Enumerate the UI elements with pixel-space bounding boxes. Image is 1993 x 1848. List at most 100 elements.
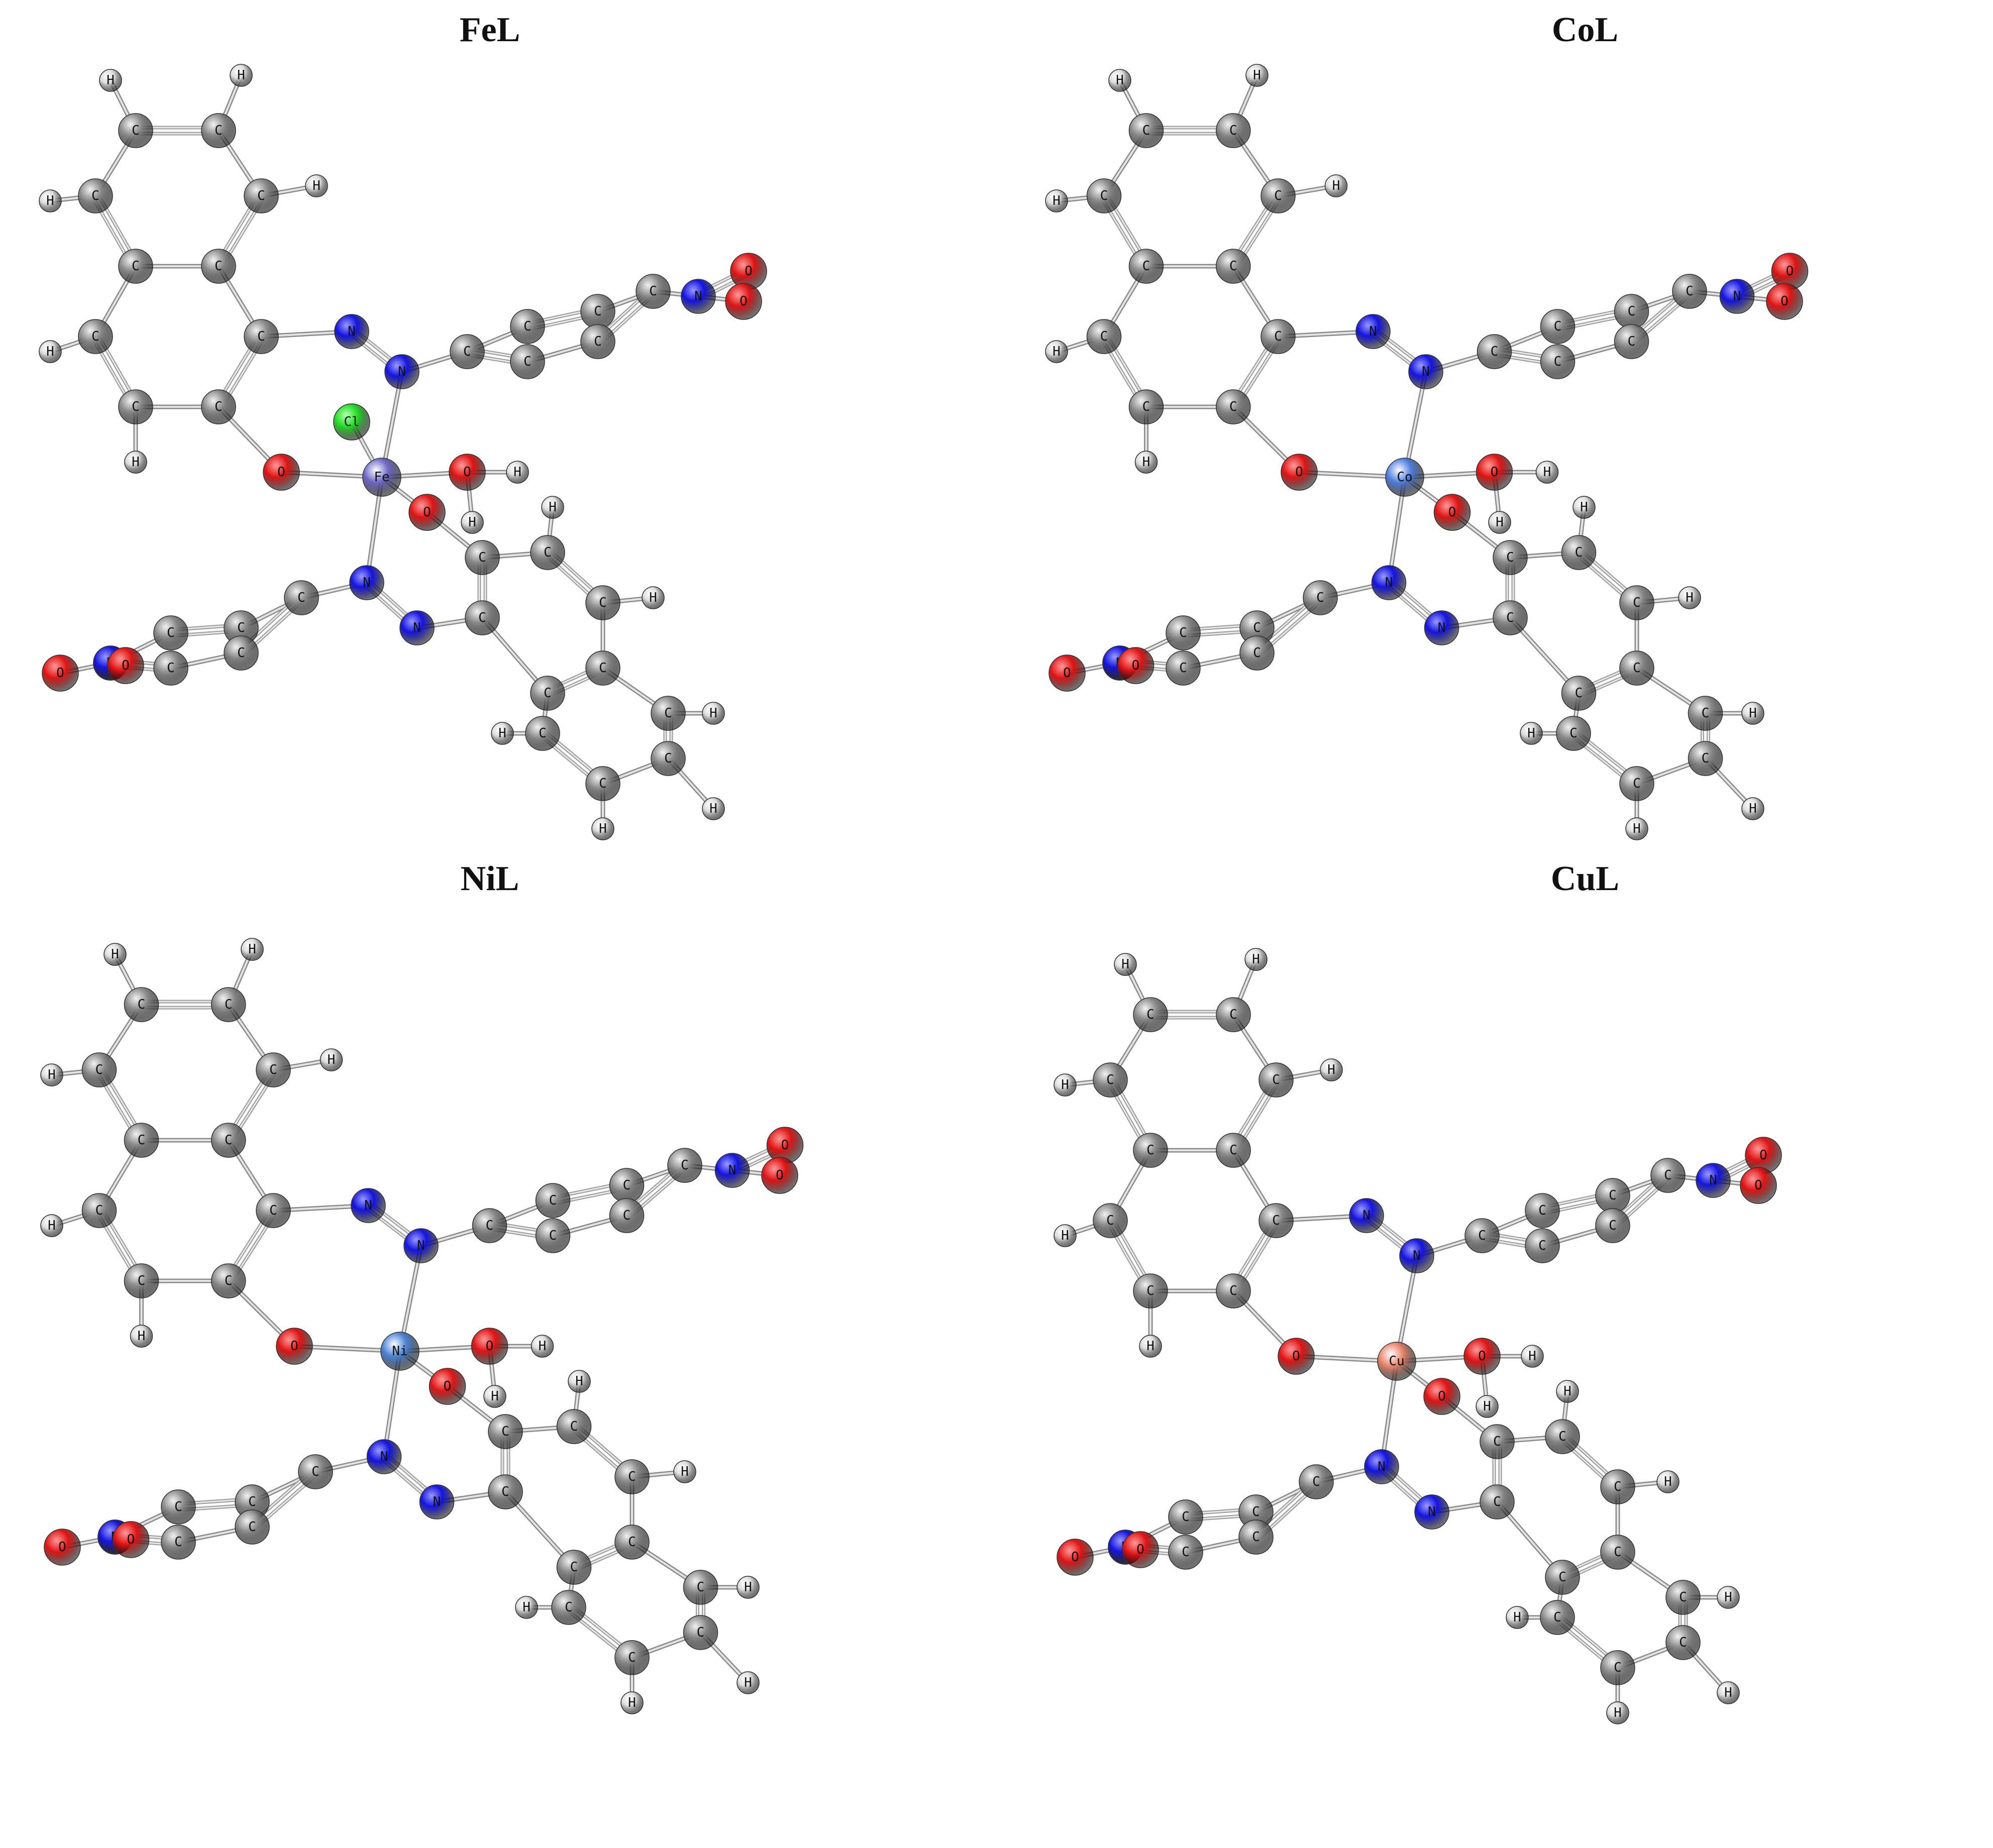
c-atom: C: [609, 1198, 645, 1233]
atom-label: C: [544, 545, 552, 560]
atom-label: C: [1142, 123, 1150, 138]
atom-label: H: [132, 455, 140, 470]
atom-label: C: [1569, 726, 1578, 741]
atom-label: H: [1563, 1384, 1571, 1399]
n-atom: N: [681, 279, 716, 314]
c-atom: C: [1619, 585, 1654, 620]
atom-label: N: [364, 1198, 372, 1213]
atom-label: H: [1121, 957, 1129, 972]
h-atom: H: [241, 938, 264, 961]
c-atom: C: [1216, 1273, 1251, 1309]
o-atom: O: [1433, 494, 1471, 531]
atom-label: C: [225, 1133, 233, 1148]
c-atom: C: [124, 1123, 159, 1158]
c-atom: C: [235, 1509, 270, 1545]
c-atom: C: [636, 274, 671, 309]
c-atom: C: [535, 1218, 571, 1253]
h-atom: H: [39, 189, 62, 212]
atom-label: C: [269, 1203, 277, 1218]
atom-label: Cu: [1389, 1354, 1404, 1369]
c-atom: C: [118, 389, 153, 424]
h-atom: H: [1717, 1681, 1740, 1704]
atom-label: O: [127, 1532, 135, 1547]
atom-label: O: [1780, 294, 1789, 309]
c-atom: C: [1093, 1203, 1128, 1238]
h-atom: H: [1054, 1073, 1077, 1097]
o-atom: O: [1057, 1539, 1094, 1576]
atom-label: C: [91, 329, 99, 344]
c-atom: C: [211, 1123, 246, 1158]
c-atom: C: [1493, 600, 1528, 635]
atom-label: C: [1633, 595, 1641, 610]
h-atom: H: [620, 1691, 644, 1714]
atom-label: O: [58, 1540, 66, 1555]
n-atom: N: [1424, 610, 1459, 645]
h-atom: H: [1625, 817, 1648, 840]
atom-label: C: [523, 354, 532, 369]
atom-label: O: [745, 264, 753, 279]
o-atom: O: [1048, 655, 1086, 692]
atom-label: H: [1749, 706, 1757, 721]
h-atom: H: [642, 586, 665, 609]
c-atom: C: [201, 113, 236, 148]
atom-label: H: [744, 1580, 752, 1595]
atom-label: H: [328, 1052, 336, 1067]
c-atom: C: [124, 987, 159, 1022]
atom-label: C: [1274, 188, 1282, 203]
n-atom: N: [1719, 279, 1755, 314]
atom-label: C: [1229, 1283, 1237, 1298]
atom-label: N: [398, 364, 406, 379]
c-atom: C: [614, 1525, 650, 1560]
atom-label: H: [1513, 1610, 1521, 1625]
atom-label: H: [549, 500, 557, 515]
atom-label: N: [728, 1163, 737, 1178]
c-atom: C: [510, 309, 545, 344]
atom-label: H: [513, 465, 521, 480]
atom-label: O: [1063, 666, 1071, 681]
n-atom: N: [1349, 1198, 1384, 1233]
h-atom: H: [1741, 702, 1764, 725]
c-atom: C: [211, 987, 246, 1022]
atom-label: O: [423, 505, 431, 520]
c-atom: C: [1216, 113, 1251, 148]
atom-label: H: [498, 726, 506, 741]
c-atom: C: [1464, 1218, 1500, 1253]
atom-label: C: [1229, 259, 1237, 274]
c-atom: C: [651, 696, 686, 731]
c-atom: C: [1561, 676, 1597, 711]
c-atom: C: [298, 1454, 333, 1489]
atom-label: C: [1575, 545, 1583, 560]
atom-label: C: [138, 1133, 146, 1148]
c-atom: C: [1261, 319, 1296, 354]
atom-label: N: [417, 1238, 425, 1253]
atom-label: H: [1142, 455, 1150, 470]
atom-label: C: [1633, 661, 1641, 676]
atom-label: C: [1106, 1213, 1114, 1228]
atom-label: N: [1369, 324, 1377, 339]
c-atom: C: [488, 1414, 523, 1449]
c-atom: C: [1216, 1133, 1251, 1168]
c-atom: C: [1166, 650, 1201, 686]
atom-label: C: [570, 1419, 578, 1434]
fe-atom: Fe: [362, 458, 401, 497]
atom-label: C: [463, 344, 471, 359]
c-atom: C: [1133, 997, 1168, 1032]
o-atom: O: [1476, 454, 1513, 491]
h-atom: H: [124, 451, 147, 474]
c-atom: C: [1600, 1650, 1635, 1685]
c-atom: C: [1688, 741, 1723, 776]
h-atom: H: [1320, 1058, 1343, 1081]
atom-label: C: [1575, 686, 1583, 701]
atom-label: C: [486, 1218, 494, 1233]
h-atom: H: [541, 496, 564, 519]
o-atom: O: [42, 655, 79, 692]
c-atom: C: [81, 1193, 117, 1228]
n-atom: N: [351, 1188, 386, 1223]
c-atom: C: [256, 1193, 291, 1228]
atom-label: C: [501, 1484, 509, 1499]
o-atom: O: [730, 253, 767, 290]
atom-label: C: [649, 284, 657, 299]
c-atom: C: [1595, 1208, 1630, 1243]
atom-label: H: [237, 68, 245, 83]
h-atom: H: [40, 1214, 63, 1237]
